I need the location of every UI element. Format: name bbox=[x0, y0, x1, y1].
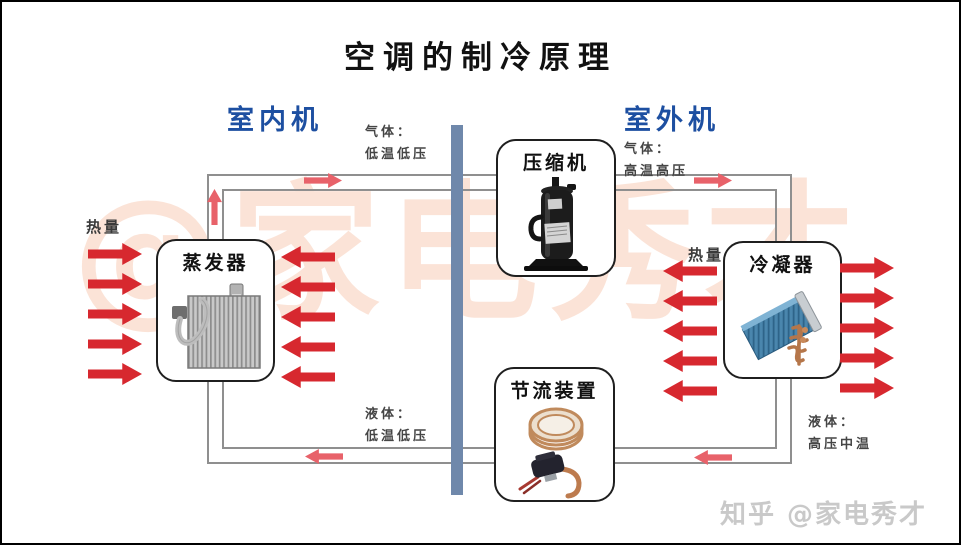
flow-arrow-right-icon bbox=[304, 173, 342, 188]
flow-arrow-right-icon bbox=[694, 173, 732, 188]
heat-arrows-out-condenser-left bbox=[663, 260, 717, 402]
condenser-box: 冷凝器 bbox=[723, 241, 842, 379]
outdoor-unit-label: 室外机 bbox=[624, 105, 720, 136]
page-title: 空调的制冷原理 bbox=[344, 40, 617, 76]
flow-arrow-up-icon bbox=[207, 189, 222, 225]
state-line: 低温低压 bbox=[365, 429, 430, 444]
indoor-outdoor-divider bbox=[451, 125, 463, 495]
evaporator-label: 蒸发器 bbox=[182, 252, 249, 274]
compressor-label: 压缩机 bbox=[522, 152, 589, 174]
state-line: 高温高压 bbox=[624, 164, 689, 179]
state-label-liquid-low: 液体： 低温低压 bbox=[365, 404, 429, 448]
state-label-gas-high: 气体： 高温高压 bbox=[624, 139, 688, 183]
state-line: 低温低压 bbox=[365, 147, 430, 162]
corner-watermark: 知乎 @家电秀才 bbox=[719, 500, 927, 530]
flow-arrow-left-icon bbox=[305, 449, 343, 464]
state-line: 气体： bbox=[624, 142, 673, 157]
heat-label-right: 热量 bbox=[688, 246, 725, 264]
throttle-device-box: 节流装置 bbox=[494, 367, 615, 502]
state-line: 液体： bbox=[808, 415, 857, 430]
throttle-device-image bbox=[496, 403, 613, 503]
compressor-image bbox=[498, 175, 614, 275]
heat-label-left: 热量 bbox=[86, 218, 123, 236]
flow-arrow-left-icon bbox=[694, 450, 732, 465]
state-line: 液体： bbox=[365, 407, 414, 422]
condenser-image bbox=[725, 277, 840, 377]
evaporator-box: 蒸发器 bbox=[156, 239, 275, 382]
state-label-liquid-mid: 液体： 高压中温 bbox=[808, 412, 872, 456]
state-label-gas-low: 气体： 低温低压 bbox=[365, 122, 429, 166]
indoor-unit-label: 室内机 bbox=[227, 105, 323, 136]
heat-arrows-into-evaporator bbox=[88, 243, 142, 385]
heat-arrows-into-evaporator-right bbox=[281, 246, 335, 388]
evaporator-image bbox=[158, 275, 273, 380]
condenser-label: 冷凝器 bbox=[749, 254, 816, 276]
heat-arrows-out-condenser-right bbox=[840, 257, 894, 399]
throttle-device-label: 节流装置 bbox=[510, 380, 599, 402]
state-line: 气体： bbox=[365, 125, 414, 140]
state-line: 高压中温 bbox=[808, 437, 873, 452]
compressor-box: 压缩机 bbox=[496, 139, 616, 277]
